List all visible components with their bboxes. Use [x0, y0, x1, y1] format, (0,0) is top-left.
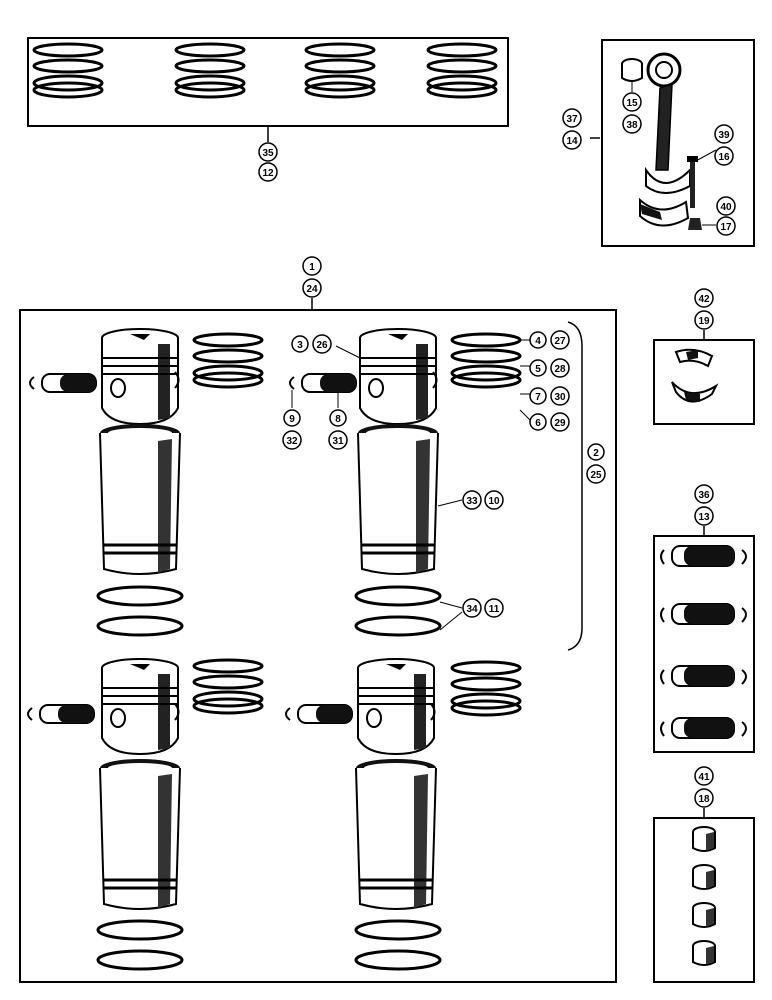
callout-29: 29 — [550, 412, 570, 432]
callout-6: 6 — [529, 413, 547, 431]
callout-33: 33 — [462, 490, 482, 510]
callout-8-label: 8 — [335, 414, 341, 425]
callout-7: 7 — [529, 387, 547, 405]
callout-14: 14 — [562, 130, 582, 150]
callout-14-label: 14 — [566, 136, 578, 147]
callout-15-label: 15 — [626, 98, 638, 109]
callout-1-label: 1 — [309, 262, 315, 273]
callout-26: 26 — [312, 334, 332, 354]
piston-pins-box — [653, 526, 755, 753]
callout-39: 39 — [714, 124, 734, 144]
callout-5-label: 5 — [535, 364, 541, 375]
callout-31-label: 31 — [332, 436, 344, 447]
callout-19: 19 — [694, 310, 714, 330]
callout-5: 5 — [529, 359, 547, 377]
callout-30: 30 — [550, 386, 570, 406]
ring-sets-box — [27, 37, 509, 142]
callout-24: 24 — [302, 278, 322, 298]
callout-19-label: 19 — [698, 316, 710, 327]
callout-36-label: 36 — [698, 490, 710, 501]
callout-8: 8 — [329, 409, 347, 427]
callout-7-label: 7 — [535, 392, 541, 403]
callout-25: 25 — [586, 464, 606, 484]
liner-kit-box — [19, 298, 617, 983]
callout-40: 40 — [716, 196, 736, 216]
callout-17: 17 — [716, 216, 736, 236]
callout-42: 42 — [694, 288, 714, 308]
callout-28-label: 28 — [554, 364, 566, 375]
callout-37-label: 37 — [566, 114, 578, 125]
callout-13: 13 — [694, 506, 714, 526]
callout-24-label: 24 — [306, 284, 318, 295]
callout-41: 41 — [694, 766, 714, 786]
callout-3: 3 — [291, 335, 309, 353]
callout-9-label: 9 — [289, 414, 295, 425]
callout-27: 27 — [550, 330, 570, 350]
callout-27-label: 27 — [554, 336, 566, 347]
callout-10: 10 — [484, 490, 504, 510]
callout-4-label: 4 — [535, 336, 541, 347]
callout-1: 1 — [302, 256, 322, 276]
callout-11: 11 — [484, 598, 504, 618]
callout-25-label: 25 — [590, 470, 602, 481]
callout-32-label: 32 — [286, 436, 298, 447]
connecting-rod-box — [590, 39, 755, 247]
callout-38-label: 38 — [626, 120, 638, 131]
callout-42-label: 42 — [698, 294, 710, 305]
callout-2-label: 2 — [593, 448, 599, 459]
callout-17-label: 17 — [720, 222, 732, 233]
callout-30-label: 30 — [554, 392, 566, 403]
callout-11-label: 11 — [489, 604, 500, 615]
callout-16: 16 — [714, 146, 734, 166]
callout-35-label: 35 — [262, 148, 274, 159]
callout-2: 2 — [587, 443, 605, 461]
callout-32: 32 — [282, 430, 302, 450]
callout-34: 34 — [462, 598, 482, 618]
callout-6-label: 6 — [535, 418, 541, 429]
callout-40-label: 40 — [720, 202, 732, 213]
callout-35: 35 — [258, 142, 278, 162]
callout-38: 38 — [622, 114, 642, 134]
callout-28: 28 — [550, 358, 570, 378]
bushings-box — [653, 808, 755, 983]
main-bearing-box — [653, 330, 755, 425]
callout-10-label: 10 — [488, 496, 500, 507]
callout-36: 36 — [694, 484, 714, 504]
callout-18-label: 18 — [698, 794, 710, 805]
callout-13-label: 13 — [698, 512, 710, 523]
callout-16-label: 16 — [718, 152, 730, 163]
callout-12-label: 12 — [262, 168, 274, 179]
callout-12: 12 — [258, 162, 278, 182]
callout-4: 4 — [529, 331, 547, 349]
callout-29-label: 29 — [554, 418, 566, 429]
callout-18: 18 — [694, 788, 714, 808]
callout-34-label: 34 — [466, 604, 478, 615]
callout-26-label: 26 — [316, 340, 328, 351]
callout-41-label: 41 — [698, 772, 710, 783]
callout-15: 15 — [622, 92, 642, 112]
callout-3-label: 3 — [297, 340, 303, 351]
callout-33-label: 33 — [466, 496, 478, 507]
callout-37: 37 — [562, 108, 582, 128]
callout-9: 9 — [283, 409, 301, 427]
callout-39-label: 39 — [718, 130, 730, 141]
callout-31: 31 — [328, 430, 348, 450]
